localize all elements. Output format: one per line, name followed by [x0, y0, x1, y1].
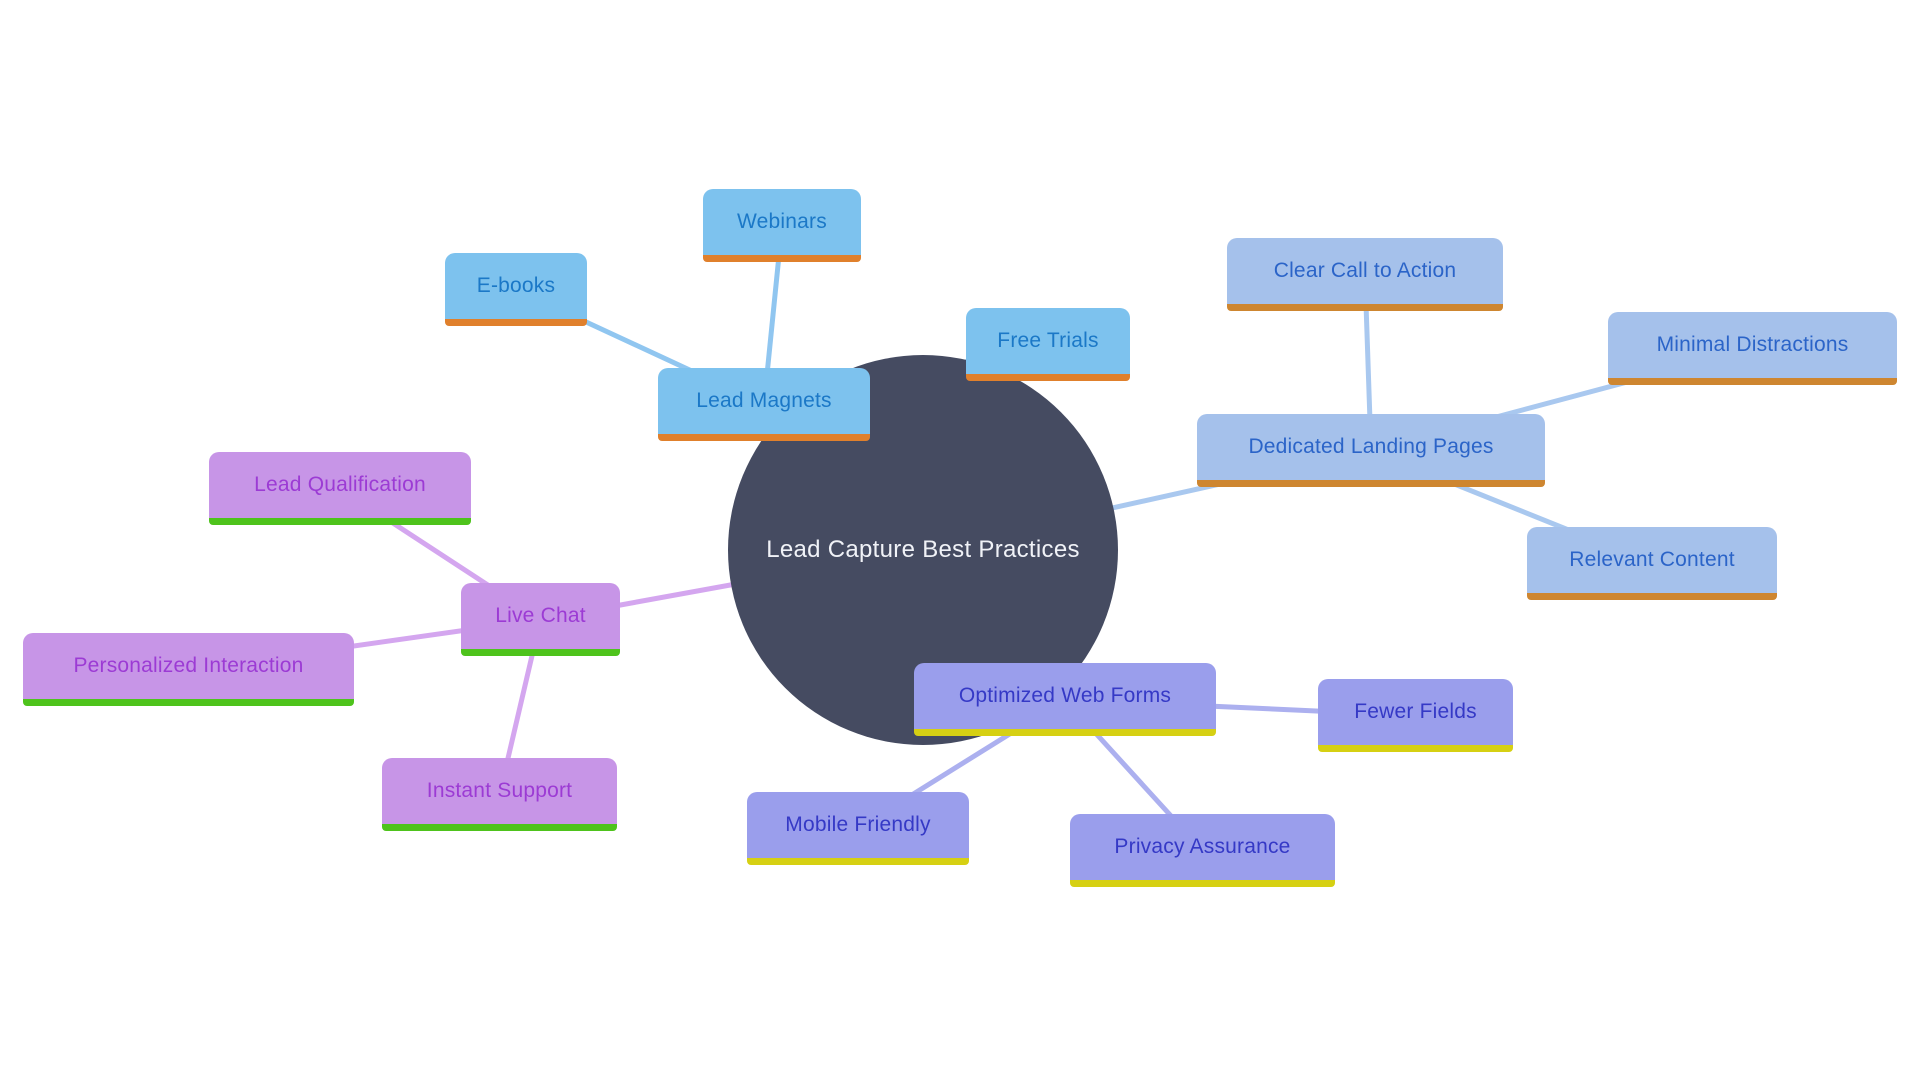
mindmap-node-dedicated-landing-pages[interactable]: Dedicated Landing Pages — [1197, 414, 1545, 487]
mindmap-node-clear-call-to-action[interactable]: Clear Call to Action — [1227, 238, 1503, 311]
node-label: E-books — [476, 274, 556, 297]
mindmap-node-mobile-friendly[interactable]: Mobile Friendly — [747, 792, 969, 865]
node-label: Personalized Interaction — [73, 654, 304, 677]
mindmap-node-webinars[interactable]: Webinars — [703, 189, 861, 262]
node-label: Minimal Distractions — [1656, 333, 1849, 356]
node-label: Fewer Fields — [1354, 700, 1477, 723]
mindmap-node-privacy-assurance[interactable]: Privacy Assurance — [1070, 814, 1335, 887]
node-label: Lead Qualification — [254, 473, 426, 496]
node-label: Optimized Web Forms — [958, 684, 1172, 707]
mindmap-node-personalized-interaction[interactable]: Personalized Interaction — [23, 633, 354, 706]
node-label: Clear Call to Action — [1273, 259, 1457, 282]
mindmap-node-minimal-distractions[interactable]: Minimal Distractions — [1608, 312, 1897, 385]
node-label: Live Chat — [495, 604, 586, 627]
node-label: Lead Magnets — [696, 389, 832, 412]
node-label: Dedicated Landing Pages — [1248, 435, 1494, 458]
node-label: Privacy Assurance — [1114, 835, 1291, 858]
mindmap-node-relevant-content[interactable]: Relevant Content — [1527, 527, 1777, 600]
mindmap-node-live-chat[interactable]: Live Chat — [461, 583, 620, 656]
central-topic-label: Lead Capture Best Practices — [766, 536, 1080, 563]
mindmap-node-instant-support[interactable]: Instant Support — [382, 758, 617, 831]
node-label: Webinars — [737, 210, 827, 233]
node-label: Free Trials — [997, 329, 1099, 352]
node-label: Instant Support — [426, 779, 573, 802]
mindmap-node-fewer-fields[interactable]: Fewer Fields — [1318, 679, 1513, 752]
mindmap-node-lead-qualification[interactable]: Lead Qualification — [209, 452, 471, 525]
node-label: Relevant Content — [1569, 548, 1735, 571]
mindmap-node-lead-magnets[interactable]: Lead Magnets — [658, 368, 870, 441]
mindmap-node-free-trials[interactable]: Free Trials — [966, 308, 1130, 381]
node-label: Mobile Friendly — [785, 813, 931, 836]
mindmap-node-e-books[interactable]: E-books — [445, 253, 587, 326]
mindmap-node-optimized-web-forms[interactable]: Optimized Web Forms — [914, 663, 1216, 736]
